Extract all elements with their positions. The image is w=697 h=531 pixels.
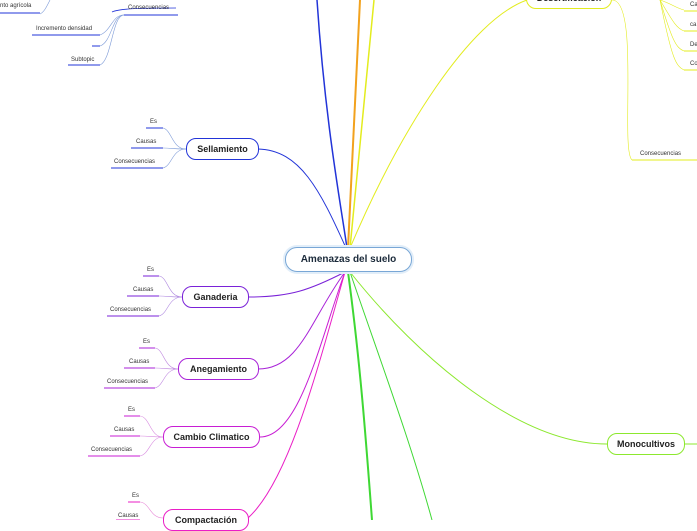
topic-cambio-climatico[interactable]: Cambio Climatico bbox=[163, 426, 260, 448]
central-topic[interactable]: Amenazas del suelo bbox=[285, 247, 412, 272]
label-incremento-densidad[interactable]: Incremento densidad bbox=[36, 26, 93, 32]
label-ganaderia-consecuencias[interactable]: Consecuencias bbox=[110, 307, 152, 313]
label-ganaderia-es[interactable]: Es bbox=[147, 267, 155, 273]
label-bottom-es[interactable]: Es bbox=[132, 493, 140, 499]
label-right-de[interactable]: De bbox=[690, 42, 697, 48]
label-cambio-es[interactable]: Es bbox=[128, 407, 136, 413]
label-incremento-agricola[interactable]: nto agrícola bbox=[0, 3, 32, 9]
label-right-ca2[interactable]: ca bbox=[690, 22, 697, 28]
label-bottom-causas[interactable]: Causas bbox=[118, 513, 139, 519]
label-sellamiento-causas[interactable]: Causas bbox=[136, 139, 157, 145]
label-right-co[interactable]: Co bbox=[690, 61, 697, 67]
label-subtopic[interactable]: Subtopic bbox=[71, 57, 95, 63]
topic-ganaderia[interactable]: Ganaderia bbox=[182, 286, 249, 308]
label-anegamiento-es[interactable]: Es bbox=[143, 339, 151, 345]
label-consecuencias-top[interactable]: Consecuencias bbox=[128, 5, 170, 11]
label-cambio-consecuencias[interactable]: Consecuencias bbox=[91, 447, 133, 453]
label-anegamiento-causas[interactable]: Causas bbox=[129, 359, 150, 365]
label-sellamiento-es[interactable]: Es bbox=[150, 119, 158, 125]
topic-desertificacion[interactable]: Desertificación bbox=[526, 0, 612, 9]
mindmap-connectors bbox=[0, 0, 697, 520]
topic-anegamiento[interactable]: Anegamiento bbox=[178, 358, 259, 380]
label-anegamiento-consecuencias[interactable]: Consecuencias bbox=[107, 379, 149, 385]
topic-monocultivos[interactable]: Monocultivos bbox=[607, 433, 685, 455]
label-cambio-causas[interactable]: Causas bbox=[114, 427, 135, 433]
topic-partial-bottom[interactable]: Compactación bbox=[163, 509, 249, 531]
label-ganaderia-causas[interactable]: Causas bbox=[133, 287, 154, 293]
topic-sellamiento[interactable]: Sellamiento bbox=[186, 138, 259, 160]
label-right-ca[interactable]: Ca bbox=[690, 2, 697, 8]
label-sellamiento-consecuencias[interactable]: Consecuencias bbox=[114, 159, 156, 165]
label-desertificacion-consecuencias[interactable]: Consecuencias bbox=[640, 151, 682, 157]
